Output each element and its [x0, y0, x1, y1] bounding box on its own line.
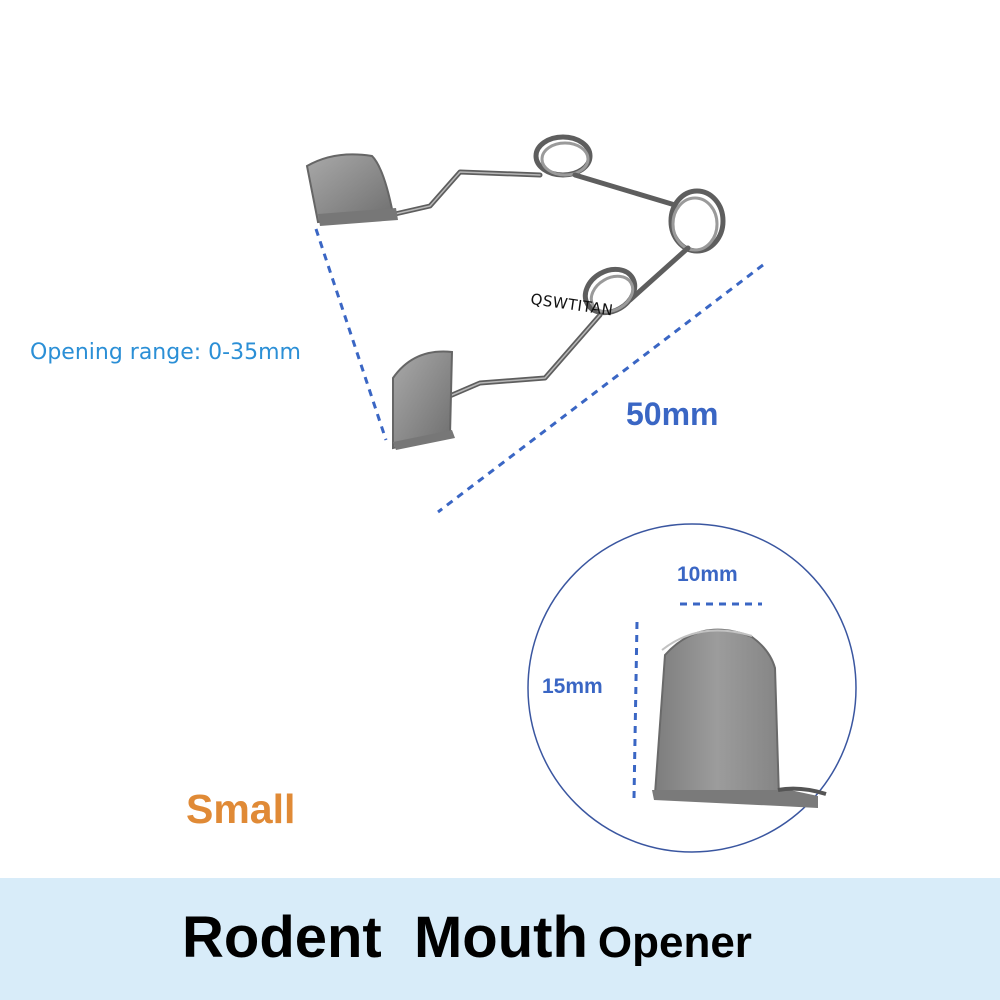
lower-blade: [392, 350, 454, 450]
blade-width-label: 10mm: [677, 563, 738, 586]
opening-dimension-line: [314, 228, 388, 441]
product-title-main: Rodent Mouth: [182, 905, 588, 970]
title-banner: [0, 878, 1000, 1000]
overall-length-label: 50mm: [626, 396, 719, 432]
product-title-sub: Opener: [597, 918, 752, 967]
length-dimension-line: [437, 263, 764, 514]
mouth-opener-spring: [305, 134, 726, 450]
blade-height-label: 15mm: [542, 675, 603, 698]
blade-detail-image: [652, 628, 827, 808]
upper-blade: [305, 153, 395, 224]
opening-range-label: Opening range: 0-35mm: [30, 340, 301, 365]
blade-height-dimension-line: [632, 621, 639, 799]
size-label: Small: [186, 786, 296, 832]
